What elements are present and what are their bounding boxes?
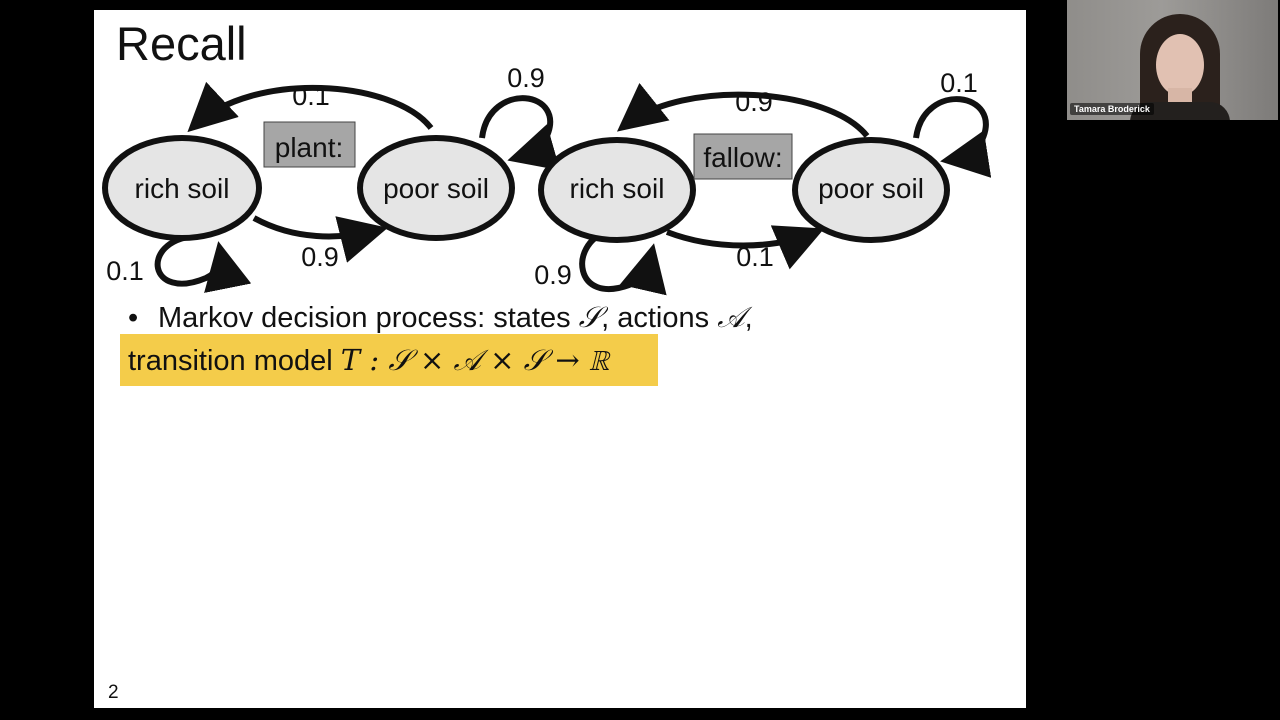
participant-name-label: Tamara Broderick xyxy=(1070,103,1154,115)
fallow-arc-rich-to-poor xyxy=(665,225,825,270)
fallow-prob-self-poor: 0.1 xyxy=(940,68,978,98)
plant-action-label: plant: xyxy=(275,132,344,163)
fallow-state-rich-soil xyxy=(538,137,696,243)
plant-action-box xyxy=(263,121,356,168)
plant-self-loop-rich xyxy=(154,233,252,293)
fallow-state-poor-soil xyxy=(792,137,950,243)
plant-diagram: rich soil poor soil plant: 0.1 0.9 0.1 0… xyxy=(102,63,561,293)
plant-rich-soil-label: rich soil xyxy=(135,173,230,204)
fallow-prob-top: 0.9 xyxy=(735,87,773,117)
participant-face xyxy=(1156,34,1204,96)
mdp-diagram: rich soil poor soil plant: 0.1 0.9 0.1 0… xyxy=(102,63,992,296)
bullet-mdp: • Markov decision process: states 𝒮, acti… xyxy=(128,300,753,335)
slide-title: Recall xyxy=(116,17,247,70)
plant-state-poor-soil xyxy=(357,135,515,241)
slide: Recall rich soil poor soil plant: 0.1 0.… xyxy=(94,10,1026,708)
transition-model-formula: T : 𝒮 × 𝒜 × 𝒮 → ℝ xyxy=(340,343,610,377)
transition-model-text: transition model xyxy=(128,345,341,377)
plant-arc-rich-to-poor xyxy=(252,215,388,263)
fallow-poor-soil-label: poor soil xyxy=(818,173,924,204)
fallow-action-label: fallow: xyxy=(703,142,782,173)
bullet-text-1: Markov decision process: states xyxy=(158,302,579,334)
bullet-text-3: , xyxy=(744,302,753,334)
fallow-arc-poor-to-rich xyxy=(616,82,870,138)
plant-prob-top: 0.1 xyxy=(292,81,330,111)
plant-state-rich-soil xyxy=(102,135,262,241)
fallow-self-loop-rich xyxy=(579,229,667,296)
transition-model-highlight: transition model T : 𝒮 × 𝒜 × 𝒮 → ℝ xyxy=(120,334,658,386)
fallow-diagram: rich soil poor soil fallow: 0.9 0.1 0.9 … xyxy=(534,68,992,296)
page-number: 2 xyxy=(108,682,119,703)
fallow-prob-self-rich: 0.9 xyxy=(534,260,572,290)
bullet-marker: • xyxy=(128,302,139,334)
webcam-thumbnail[interactable]: Tamara Broderick xyxy=(1067,0,1278,120)
bullet-text-2: , actions xyxy=(601,302,718,334)
plant-prob-self-rich: 0.1 xyxy=(106,256,144,286)
plant-poor-soil-label: poor soil xyxy=(383,173,489,204)
plant-arc-poor-to-rich xyxy=(187,81,434,133)
plant-self-loop-poor xyxy=(479,95,561,171)
plant-prob-bottom: 0.9 xyxy=(301,242,339,272)
fallow-action-box xyxy=(693,133,793,180)
fallow-prob-bottom: 0.1 xyxy=(736,242,774,272)
participant-shirt xyxy=(1130,102,1230,120)
fallow-self-loop-poor xyxy=(913,96,992,178)
math-states-symbol: 𝒮 xyxy=(578,300,602,334)
math-actions-symbol: 𝒜 xyxy=(717,300,745,334)
plant-prob-self-poor: 0.9 xyxy=(507,63,545,93)
fallow-rich-soil-label: rich soil xyxy=(570,173,665,204)
